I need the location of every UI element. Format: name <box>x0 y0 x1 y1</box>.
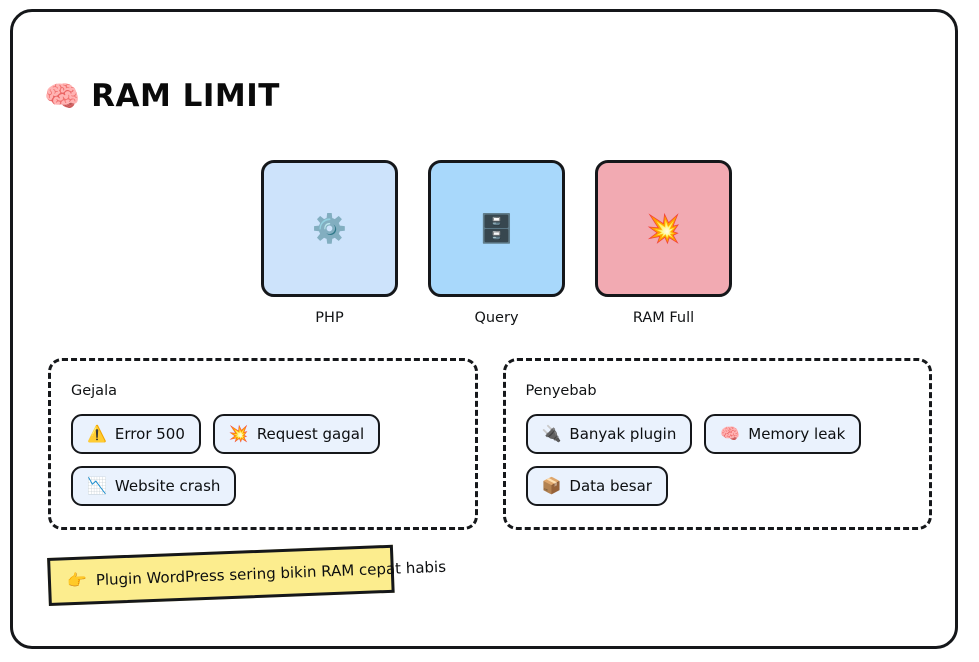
brain-emoji: 🧠 <box>44 78 81 113</box>
panel-gejala-chips: ⚠️ Error 500 💥 Request gagal 📉 Website c… <box>71 414 455 506</box>
brain-icon: 🧠 <box>720 424 741 443</box>
chip-error-500[interactable]: ⚠️ Error 500 <box>71 414 201 454</box>
plug-icon: 🔌 <box>541 424 562 443</box>
page-title: 🧠 RAM LIMIT <box>44 78 280 114</box>
package-icon: 📦 <box>541 476 562 495</box>
chip-banyak-plugin[interactable]: 🔌 Banyak plugin <box>525 414 693 454</box>
card-ram-full-label: RAM Full <box>632 310 695 326</box>
chip-request-gagal-label: Request gagal <box>256 425 365 443</box>
chip-request-gagal[interactable]: 💥 Request gagal <box>212 414 381 454</box>
card-query[interactable]: 🗄️ Query <box>428 160 565 326</box>
card-query-box[interactable]: 🗄️ <box>428 160 565 297</box>
file-cabinet-icon: 🗄️ <box>479 211 514 245</box>
panel-penyebab-chips: 🔌 Banyak plugin 🧠 Memory leak 📦 Data bes… <box>525 414 910 506</box>
chip-banyak-plugin-label: Banyak plugin <box>569 425 677 443</box>
chip-data-besar[interactable]: 📦 Data besar <box>525 466 668 506</box>
card-row: ⚙️ PHP 🗄️ Query 💥 RAM Full <box>261 160 732 326</box>
chart-decreasing-icon: 📉 <box>87 476 107 495</box>
collision-icon: 💥 <box>646 211 681 245</box>
chip-memory-leak[interactable]: 🧠 Memory leak <box>704 414 862 454</box>
chip-website-crash-label: Website crash <box>114 477 221 495</box>
card-query-label: Query <box>474 310 519 326</box>
panel-gejala: Gejala ⚠️ Error 500 💥 Request gagal 📉 We… <box>48 358 478 530</box>
chip-data-besar-label: Data besar <box>569 477 652 495</box>
chip-memory-leak-label: Memory leak <box>748 425 846 443</box>
card-ram-full[interactable]: 💥 RAM Full <box>595 160 732 326</box>
panel-penyebab: Penyebab 🔌 Banyak plugin 🧠 Memory leak 📦… <box>502 358 932 530</box>
card-php-label: PHP <box>315 310 344 326</box>
card-php[interactable]: ⚙️ PHP <box>261 160 398 326</box>
pointing-right-icon: 👉 <box>66 570 88 591</box>
outer-frame <box>10 9 958 649</box>
panel-row: Gejala ⚠️ Error 500 💥 Request gagal 📉 We… <box>48 358 932 530</box>
panel-gejala-title: Gejala <box>71 383 117 399</box>
gear-icon: ⚙️ <box>312 211 347 245</box>
card-ram-full-box[interactable]: 💥 <box>595 160 732 297</box>
sticky-note-text: Plugin WordPress sering bikin RAM cepat … <box>95 557 447 590</box>
chip-error-500-label: Error 500 <box>114 425 185 443</box>
chip-website-crash[interactable]: 📉 Website crash <box>71 466 237 506</box>
page-title-text: RAM LIMIT <box>91 78 280 114</box>
warning-icon: ⚠️ <box>87 424 107 443</box>
collision-icon: 💥 <box>228 424 249 443</box>
card-php-box[interactable]: ⚙️ <box>261 160 398 297</box>
panel-penyebab-title: Penyebab <box>525 383 597 399</box>
